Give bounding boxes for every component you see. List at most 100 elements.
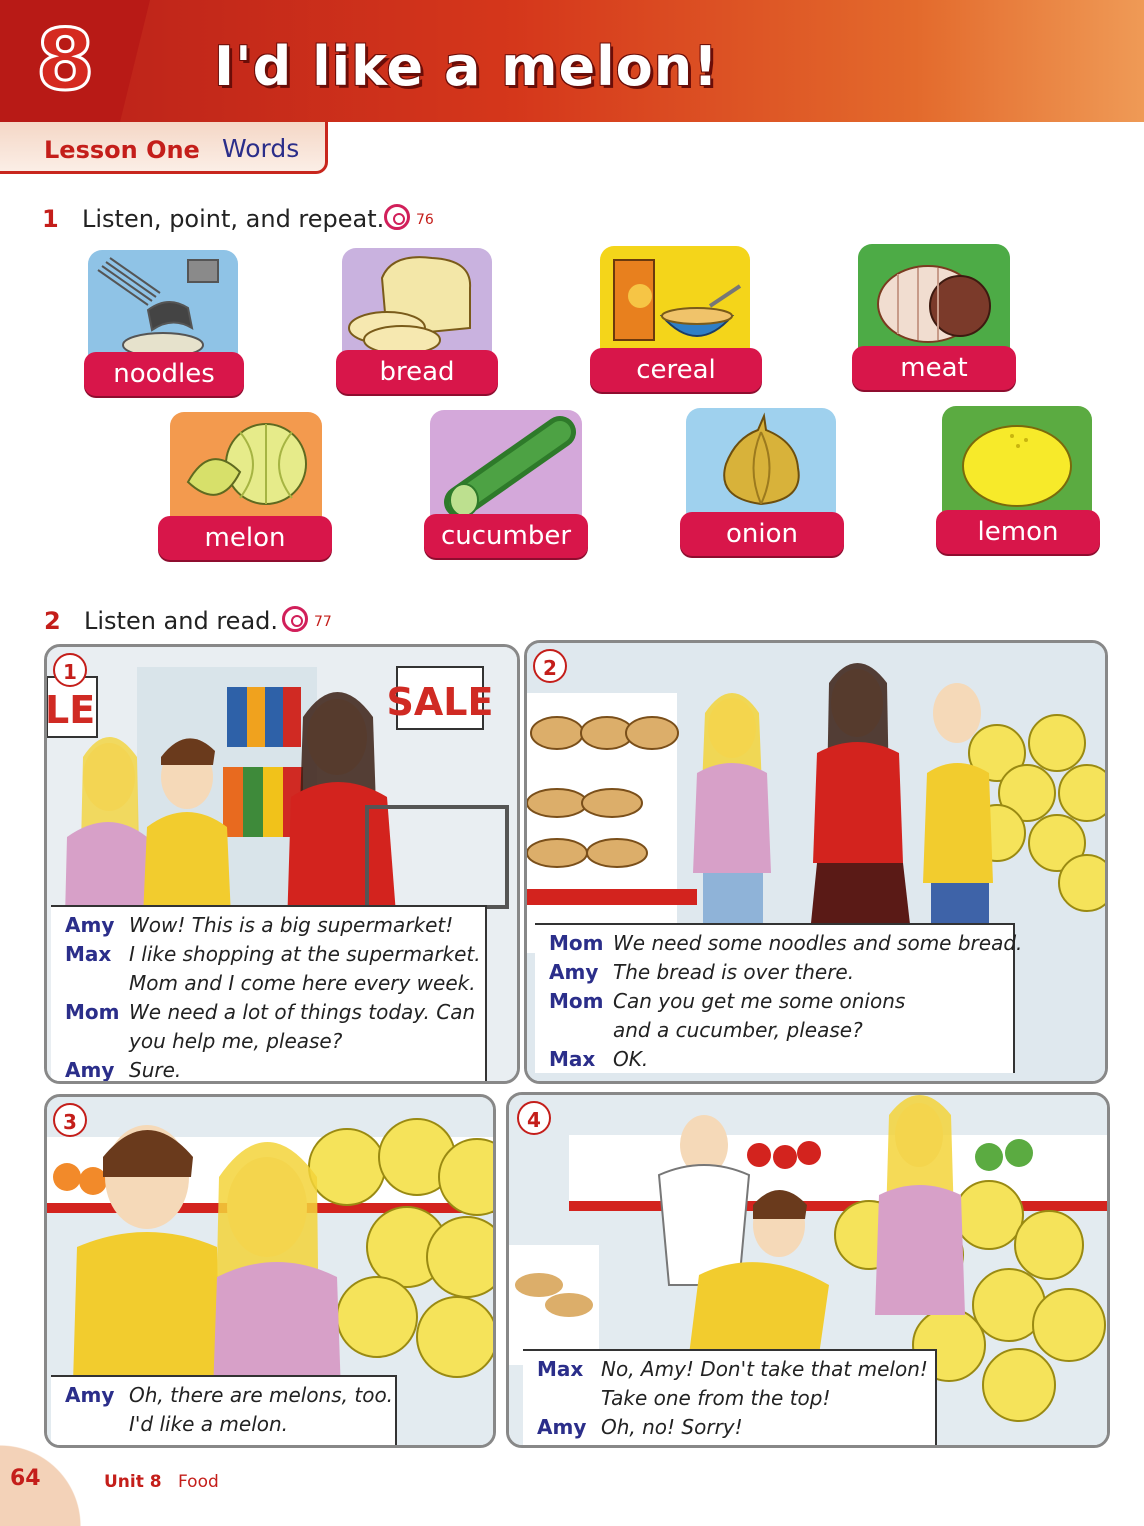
sale-sign: SALE (387, 680, 494, 724)
speech: Take one from the top! (601, 1386, 831, 1410)
speech: you help me, please? (129, 1029, 343, 1053)
dialog-line: Mom and I come here every week. (65, 969, 476, 998)
comic-panel-1: SALE LE 1 Amy Wow! This is a big supermar… (44, 644, 520, 1084)
bread-picture (342, 248, 492, 366)
speech: No, Amy! Don't take that melon! (601, 1357, 928, 1381)
dialog-line: you help me, please? (65, 1027, 475, 1056)
sale-sign-left: LE (47, 688, 95, 732)
melon-illustration (186, 423, 307, 505)
section1-instruction: Listen, point, and repeat. (82, 205, 385, 233)
footer-topic: Food (178, 1472, 219, 1492)
cereal-picture (600, 246, 750, 364)
panel-number-4: 4 (517, 1101, 551, 1135)
speaker: Amy (537, 1415, 587, 1439)
word-card-cucumber[interactable]: cucumber (424, 514, 588, 558)
comic-panel-3: 3 Amy Oh, there are melons, too. I'd like… (44, 1094, 496, 1448)
footer-unit: Unit 8 (104, 1472, 162, 1492)
section2-number: 2 (44, 607, 61, 635)
speech: The bread is over there. (613, 960, 855, 984)
panel-number-3: 3 (53, 1103, 87, 1137)
word-card-lemon[interactable]: lemon (936, 510, 1100, 554)
lemon-illustration (962, 425, 1072, 507)
lesson-topic: Words (222, 134, 300, 163)
word-card-cereal[interactable]: cereal (590, 348, 762, 392)
speaker: Mom (549, 989, 604, 1013)
onion-picture (686, 408, 836, 526)
comic-panel-4: 4 Max No, Amy! Don't take that melon! Tak… (506, 1092, 1110, 1448)
speaker: Mom (549, 931, 604, 955)
dialog-line: Max No, Amy! Don't take that melon! (537, 1355, 928, 1384)
speaker: Amy (65, 1383, 115, 1407)
lesson-tab: Lesson One Words (0, 122, 328, 174)
unit-number-box (0, 0, 150, 122)
speech: Oh, there are melons, too. (129, 1383, 394, 1407)
panel-number-2: 2 (533, 649, 567, 683)
noodles-picture (88, 250, 238, 370)
audio-cd-icon-2[interactable] (282, 606, 308, 632)
cucumber-illustration (444, 416, 576, 518)
melon-picture (170, 412, 322, 530)
word-card-onion[interactable]: onion (680, 512, 844, 556)
word-card-noodles[interactable]: noodles (84, 352, 244, 396)
speaker: Amy (549, 960, 599, 984)
speech: Oh, no! Sorry! (601, 1415, 743, 1439)
comic-panel-2: 2 Mom We need some noodles and some bread… (524, 640, 1108, 1084)
section1-number: 1 (42, 205, 59, 233)
dialog-line: Mom Can you get me some onions (549, 987, 1003, 1016)
speaker: Max (549, 1047, 596, 1071)
panel-number-1: 1 (53, 653, 87, 687)
dialog-line: Amy The bread is over there. (549, 958, 1003, 987)
dialog-line: Amy Oh, there are melons, too. (65, 1381, 393, 1410)
dialog-line: and a cucumber, please? (549, 1016, 1003, 1045)
speaker: Max (537, 1357, 584, 1381)
cereal-illustration (613, 259, 742, 341)
dialog-box-4: Max No, Amy! Don't take that melon! Take … (523, 1349, 937, 1445)
section2-track: 77 (314, 614, 332, 630)
meat-illustration (877, 265, 991, 343)
section1-track: 76 (416, 212, 434, 228)
dialog-box-3: Amy Oh, there are melons, too. I'd like a… (51, 1375, 397, 1445)
lesson-name: Lesson One (44, 136, 200, 164)
speech: We need a lot of things today. Can (129, 1000, 476, 1024)
speech: Wow! This is a big supermarket! (129, 913, 454, 937)
lemon-picture (942, 406, 1092, 524)
dialog-line: Mom We need a lot of things today. Can (65, 998, 475, 1027)
speech: We need some noodles and some bread. (613, 931, 1023, 955)
word-card-melon[interactable]: melon (158, 516, 332, 560)
word-card-meat[interactable]: meat (852, 346, 1016, 390)
bread-illustration (348, 256, 472, 355)
meat-picture (858, 244, 1010, 362)
speech: and a cucumber, please? (613, 1018, 863, 1042)
dialog-line: Amy Oh, no! Sorry! (537, 1413, 925, 1442)
page-number: 64 (10, 1466, 41, 1491)
audio-cd-icon[interactable] (384, 204, 410, 230)
speech: OK. (613, 1047, 649, 1071)
speaker: Amy (65, 913, 115, 937)
cucumber-picture (430, 410, 582, 528)
speech: Mom and I come here every week. (129, 971, 476, 995)
section2-instruction: Listen and read. (84, 607, 279, 635)
dialog-line: Amy Sure. (65, 1056, 475, 1082)
dialog-line: Max OK. (549, 1045, 1003, 1074)
speaker: Amy (65, 1058, 115, 1082)
speech: I'd like a melon. (129, 1412, 289, 1436)
page-corner (0, 1438, 90, 1526)
dialog-line: Mom We need some noodles and some bread. (549, 929, 1022, 958)
panel4-scene (509, 1095, 1107, 1445)
title-banner (0, 0, 1144, 122)
speaker: Mom (65, 1000, 120, 1024)
onion-illustration (723, 412, 800, 506)
speech: Sure. (129, 1058, 182, 1082)
dialog-line: I'd like a melon. (65, 1410, 385, 1439)
word-card-bread[interactable]: bread (336, 350, 498, 394)
speech: Can you get me some onions (613, 989, 906, 1013)
speaker: Max (65, 942, 112, 966)
dialog-line: Take one from the top! (537, 1384, 925, 1413)
page-title: I'd like a melon! (214, 35, 719, 98)
dialog-line: Amy Wow! This is a big supermarket! (65, 911, 475, 940)
noodles-illustration (97, 257, 219, 358)
speech: I like shopping at the supermarket. (129, 942, 481, 966)
dialog-line: Max I like shopping at the supermarket. (65, 940, 481, 969)
dialog-box-1: Amy Wow! This is a big supermarket! Max I … (51, 905, 487, 1082)
